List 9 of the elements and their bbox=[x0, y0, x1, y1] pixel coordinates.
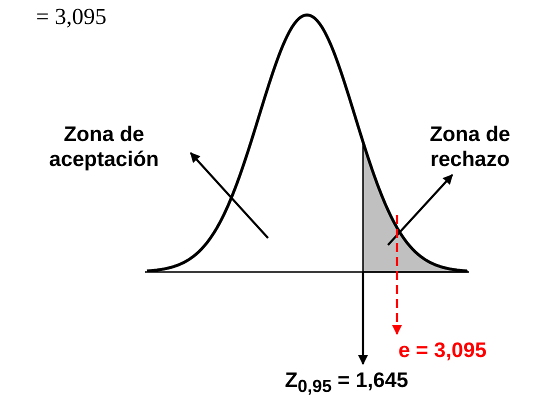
arrow bbox=[358, 272, 368, 365]
formula-text: = 3,095 bbox=[36, 4, 106, 30]
region-label: Zona de rechazo bbox=[410, 122, 530, 172]
arrow bbox=[190, 152, 269, 239]
dashed-arrow bbox=[392, 215, 402, 335]
region-label: Zona de aceptación bbox=[20, 122, 188, 172]
arrow bbox=[387, 174, 454, 246]
value-label: e = 3,095 bbox=[380, 338, 505, 363]
value-label: Z$_{0,95}$ = 1,645 bbox=[244, 368, 449, 400]
